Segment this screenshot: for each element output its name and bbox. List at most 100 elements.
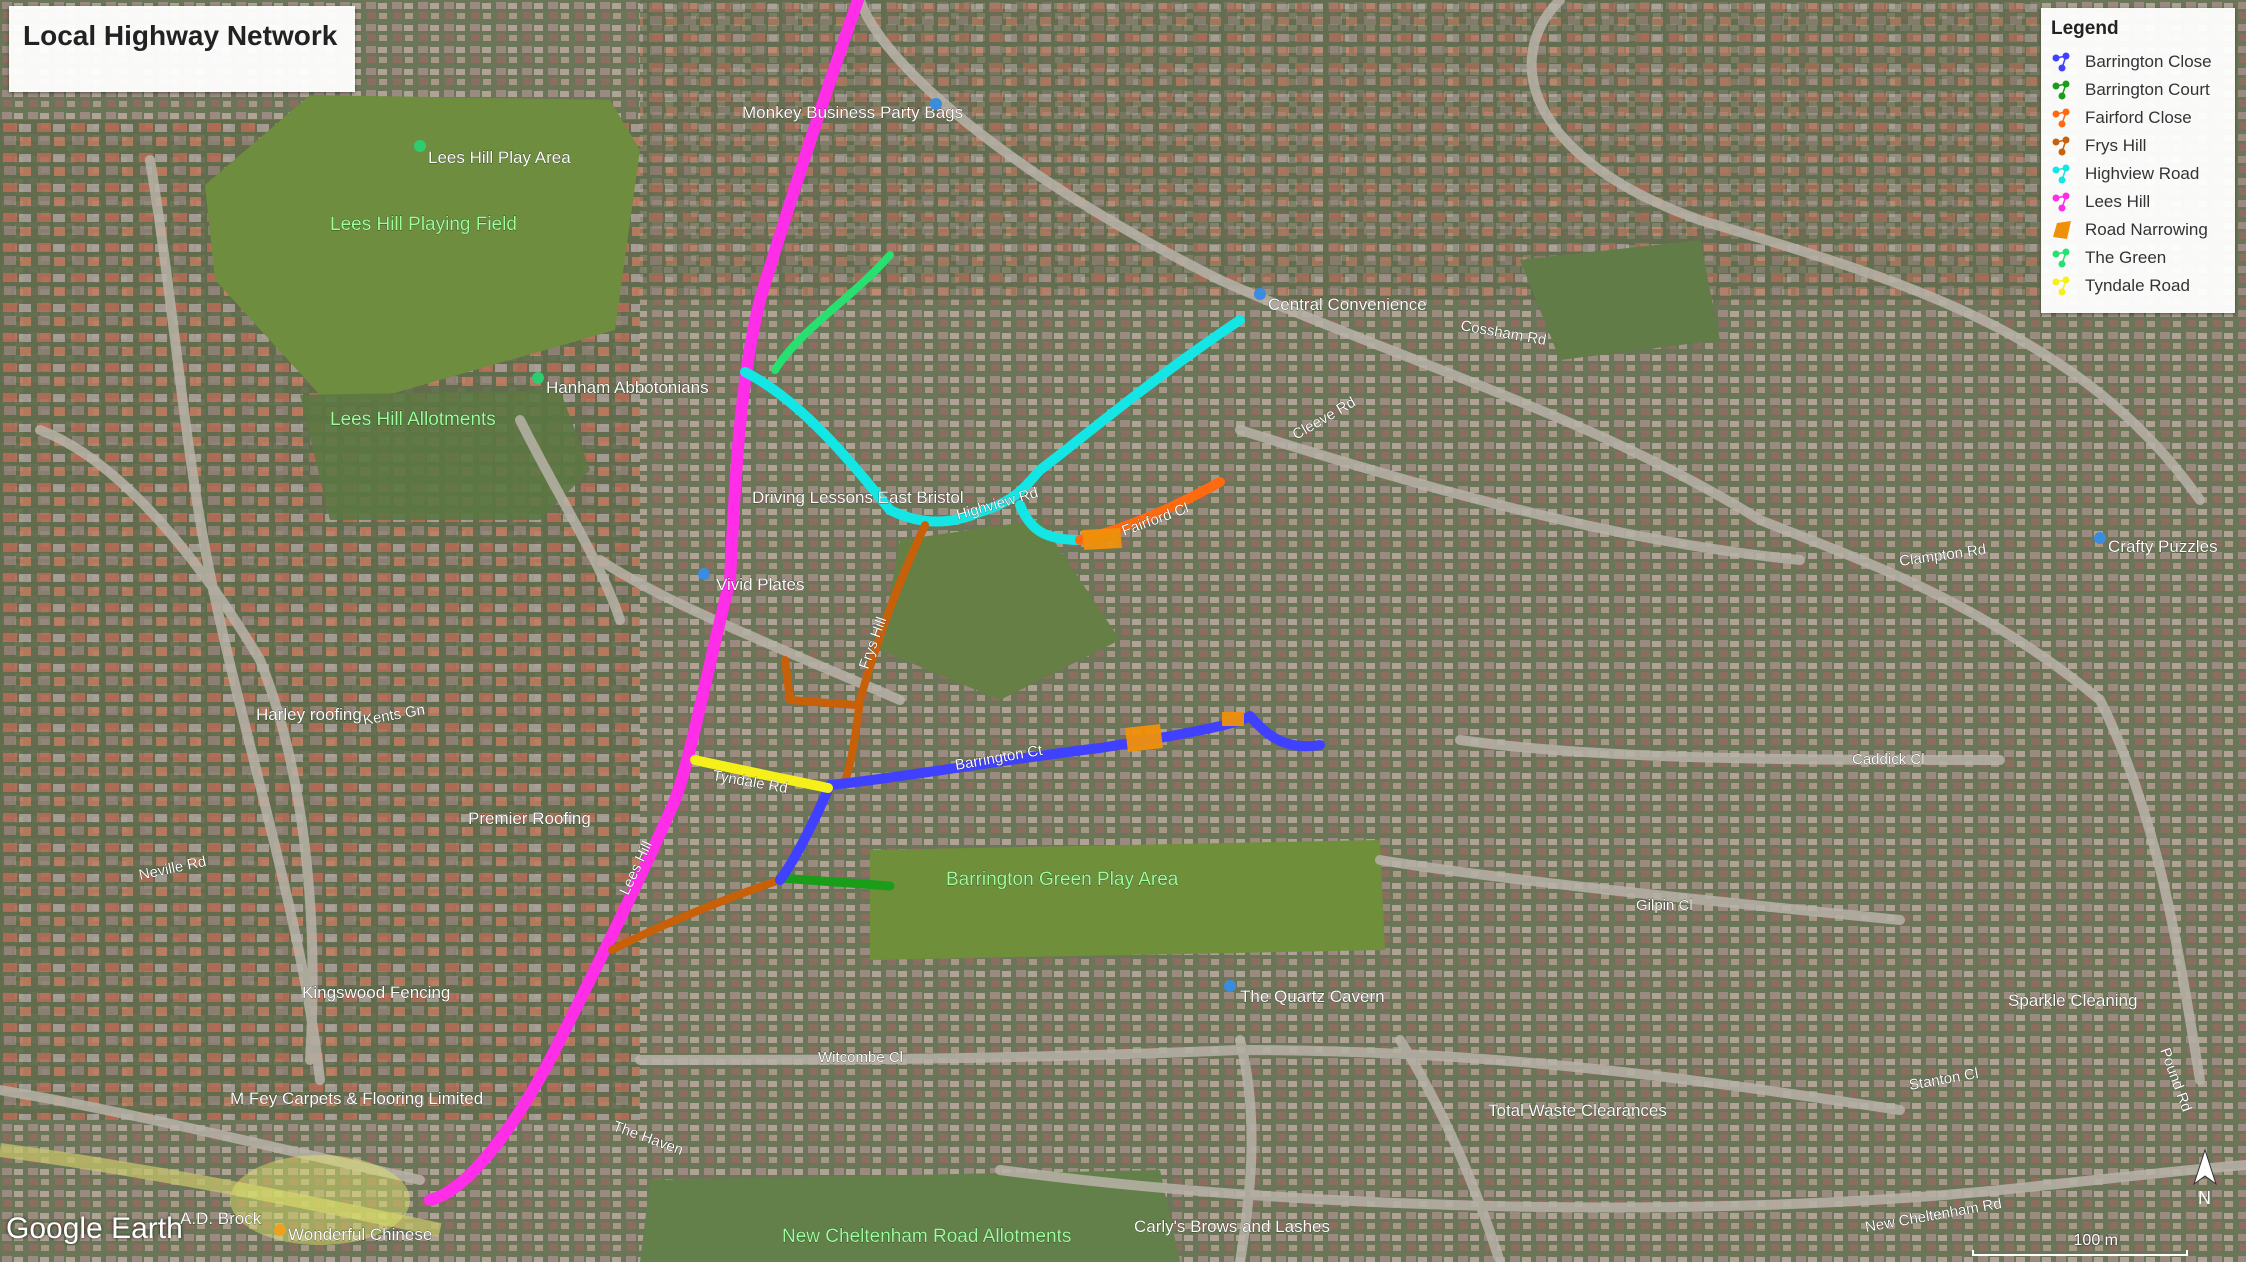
vertex-dot xyxy=(2058,92,2066,100)
place-label: Premier Roofing xyxy=(468,809,591,828)
scale-bar: 100 m xyxy=(1972,1232,2188,1258)
legend-item[interactable]: Road Narrowing xyxy=(2051,216,2225,244)
line-symbol-icon xyxy=(2052,108,2070,128)
legend-label: Tyndale Road xyxy=(2085,276,2190,295)
place-label: Total Waste Clearances xyxy=(1488,1101,1667,1120)
legend-item[interactable]: Barrington Close xyxy=(2051,48,2225,76)
place-label: A.D. Brock xyxy=(180,1209,262,1228)
route-the-green xyxy=(771,251,894,374)
legend-item[interactable]: Frys Hill xyxy=(2051,132,2225,160)
vertex-dot xyxy=(2062,108,2070,116)
place-label: Hanham Abbotonians xyxy=(546,378,709,397)
pin-icon xyxy=(274,1224,286,1236)
place-label: Kingswood Fencing xyxy=(302,983,450,1002)
vertex-dot xyxy=(2052,250,2060,258)
route-highview-road xyxy=(740,315,1245,545)
vertex-dot xyxy=(2058,64,2066,72)
area-label-barrington-green: Barrington Green Play Area xyxy=(946,869,1179,890)
legend-label: Barrington Court xyxy=(2085,80,2210,99)
legend-label: Road Narrowing xyxy=(2085,220,2208,239)
vertex-dot xyxy=(2058,204,2066,212)
place-label: Wonderful Chinese xyxy=(288,1225,432,1244)
central-green xyxy=(880,520,1120,700)
vertex-dot xyxy=(2052,110,2060,118)
legend-item[interactable]: Barrington Court xyxy=(2051,76,2225,104)
line-symbol-icon xyxy=(2052,164,2070,184)
legend-item[interactable]: Lees Hill xyxy=(2051,188,2225,216)
roundabout-highlight xyxy=(230,1155,410,1245)
vertex-dot xyxy=(2058,148,2066,156)
playing-field xyxy=(205,95,640,400)
south-allotments xyxy=(640,1170,1180,1262)
place-pins xyxy=(274,98,2106,1236)
route-tyndale-road xyxy=(690,755,833,793)
route-lees-hill xyxy=(424,0,864,1206)
polygon-symbol-icon xyxy=(2053,221,2071,239)
legend-label: Fairford Close xyxy=(2085,108,2192,127)
legend-item[interactable]: Fairford Close xyxy=(2051,104,2225,132)
vertex-dot xyxy=(2052,82,2060,90)
vertex-dot xyxy=(2052,194,2060,202)
highway-routes xyxy=(424,0,1325,1206)
polygon-swatch xyxy=(2053,221,2071,239)
legend-item[interactable]: The Green xyxy=(2051,244,2225,272)
new-cheltenham-road xyxy=(0,1143,442,1237)
vertex-dot xyxy=(2062,164,2070,172)
legend-item[interactable]: Highview Road xyxy=(2051,160,2225,188)
line-symbol-icon xyxy=(2052,276,2070,296)
google-earth-logo: Google Earth xyxy=(6,1212,183,1245)
place-label: Lees Hill Play Area xyxy=(428,148,571,167)
place-label: The Quartz Cavern xyxy=(1240,987,1385,1006)
place-label: Sparkle Cleaning xyxy=(2008,991,2137,1010)
line-symbol-icon xyxy=(2052,80,2070,100)
vertex-dot xyxy=(2052,166,2060,174)
legend-list: Barrington Close Barrington Court Fairfo… xyxy=(2051,48,2225,300)
area-label-allotments: Lees Hill Allotments xyxy=(330,409,496,430)
vertex-dot xyxy=(2052,138,2060,146)
vertex-dot xyxy=(2058,288,2066,296)
pin-icon xyxy=(1254,288,1266,300)
place-label: Crafty Puzzles xyxy=(2108,537,2218,556)
area-label-playing-field: Lees Hill Playing Field xyxy=(330,214,517,235)
legend-label: Lees Hill xyxy=(2085,192,2151,211)
pin-icon xyxy=(414,140,426,152)
line-symbol-icon xyxy=(2052,192,2070,212)
route-frys-hill xyxy=(608,521,929,954)
place-label: Central Convenience xyxy=(1268,295,1427,314)
vertex-dot xyxy=(2062,276,2070,284)
route-barrington-court xyxy=(775,873,895,891)
vertex-dot xyxy=(2062,248,2070,256)
map-title: Local Highway Network xyxy=(23,20,338,51)
vertex-dot xyxy=(2062,52,2070,60)
legend-panel: Legend Barrington Close Barrington Court… xyxy=(2041,8,2235,313)
place-label: Vivid Plates xyxy=(716,575,805,594)
vertex-dot xyxy=(2052,278,2060,286)
place-label: M Fey Carpets & Flooring Limited xyxy=(230,1089,483,1108)
pin-icon xyxy=(1224,980,1236,992)
legend-item[interactable]: Tyndale Road xyxy=(2051,272,2225,300)
narrowing-barrington-1 xyxy=(1125,724,1163,752)
legend-title: Legend xyxy=(2051,18,2119,39)
north-arrow-icon[interactable]: N xyxy=(2188,1148,2222,1208)
legend-label: The Green xyxy=(2085,248,2167,267)
street-label: Witcombe Cl xyxy=(818,1049,903,1066)
place-label: Harley roofing xyxy=(256,705,362,724)
pin-icon xyxy=(930,98,942,110)
hub-allotments xyxy=(1520,240,1720,360)
vertex-dot xyxy=(2062,80,2070,88)
scale-bar-line xyxy=(1972,1250,2188,1256)
pin-icon xyxy=(2094,532,2106,544)
scale-label: 100 m xyxy=(2073,1232,2118,1249)
legend-label: Highview Road xyxy=(2085,164,2200,183)
barrington-green xyxy=(870,840,1385,960)
vertex-dot xyxy=(2062,136,2070,144)
street-label: Caddick Cl xyxy=(1852,751,1925,768)
place-label: Driving Lessons East Bristol xyxy=(752,488,964,507)
place-label: Carly's Brows and Lashes xyxy=(1134,1217,1330,1236)
street-label: Gilpin Cl xyxy=(1636,897,1693,914)
vertex-dot xyxy=(2052,54,2060,62)
legend-label: Barrington Close xyxy=(2085,52,2212,71)
legend-label: Frys Hill xyxy=(2085,136,2147,155)
